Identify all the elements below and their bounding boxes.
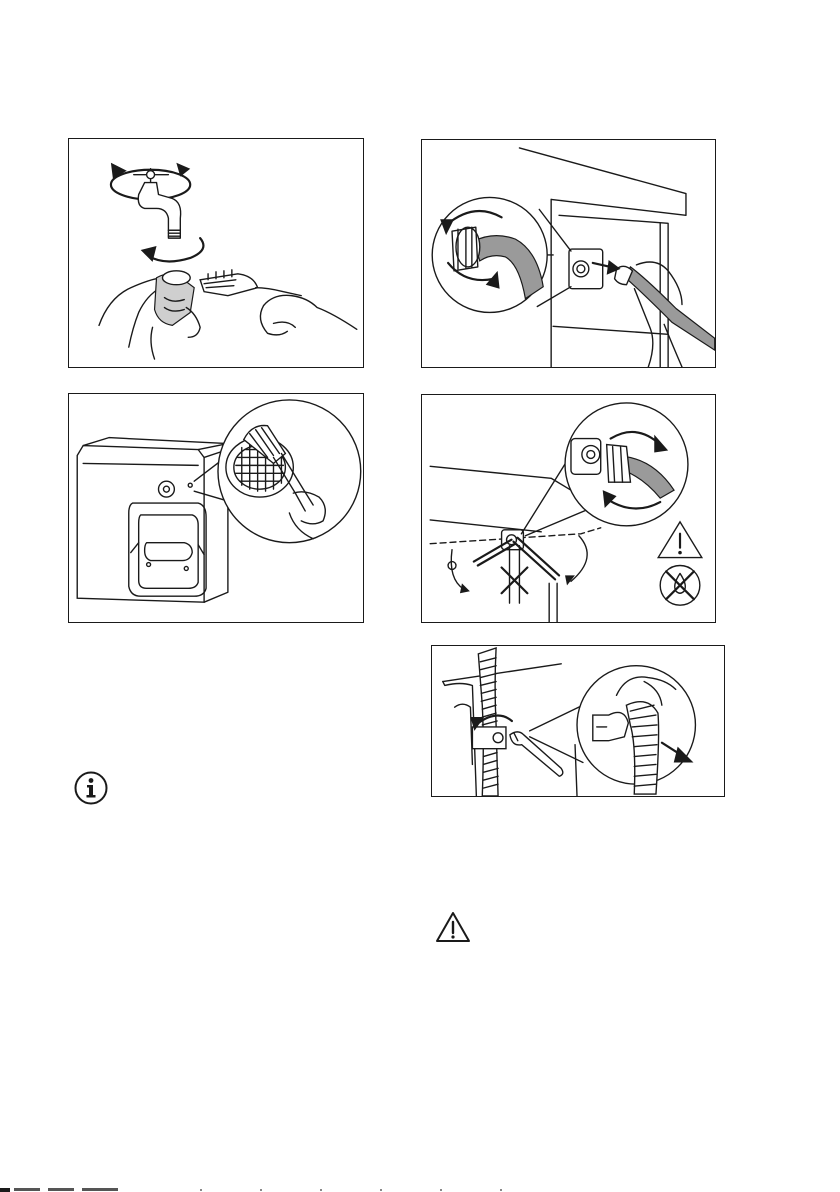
valve-filter-brush-illustration bbox=[69, 394, 363, 622]
figure-disconnect-inlet-hose bbox=[421, 139, 716, 368]
figure-remove-drain-hose bbox=[431, 645, 725, 797]
page-footer-strip bbox=[0, 1176, 840, 1192]
figure-clean-tap-inlet-filter bbox=[68, 138, 364, 368]
inlet-hose-unscrew-illustration bbox=[422, 140, 715, 367]
figure-clean-valve-filter bbox=[68, 393, 364, 623]
figure-reconnect-inlet-hose bbox=[421, 394, 716, 623]
info-icon bbox=[74, 771, 108, 805]
drain-hose-clamp-illustration bbox=[432, 646, 724, 796]
tap-brush-cleaning-illustration bbox=[69, 139, 363, 367]
inlet-hose-reconnect-illustration bbox=[422, 395, 715, 622]
warning-triangle-icon bbox=[435, 911, 471, 943]
